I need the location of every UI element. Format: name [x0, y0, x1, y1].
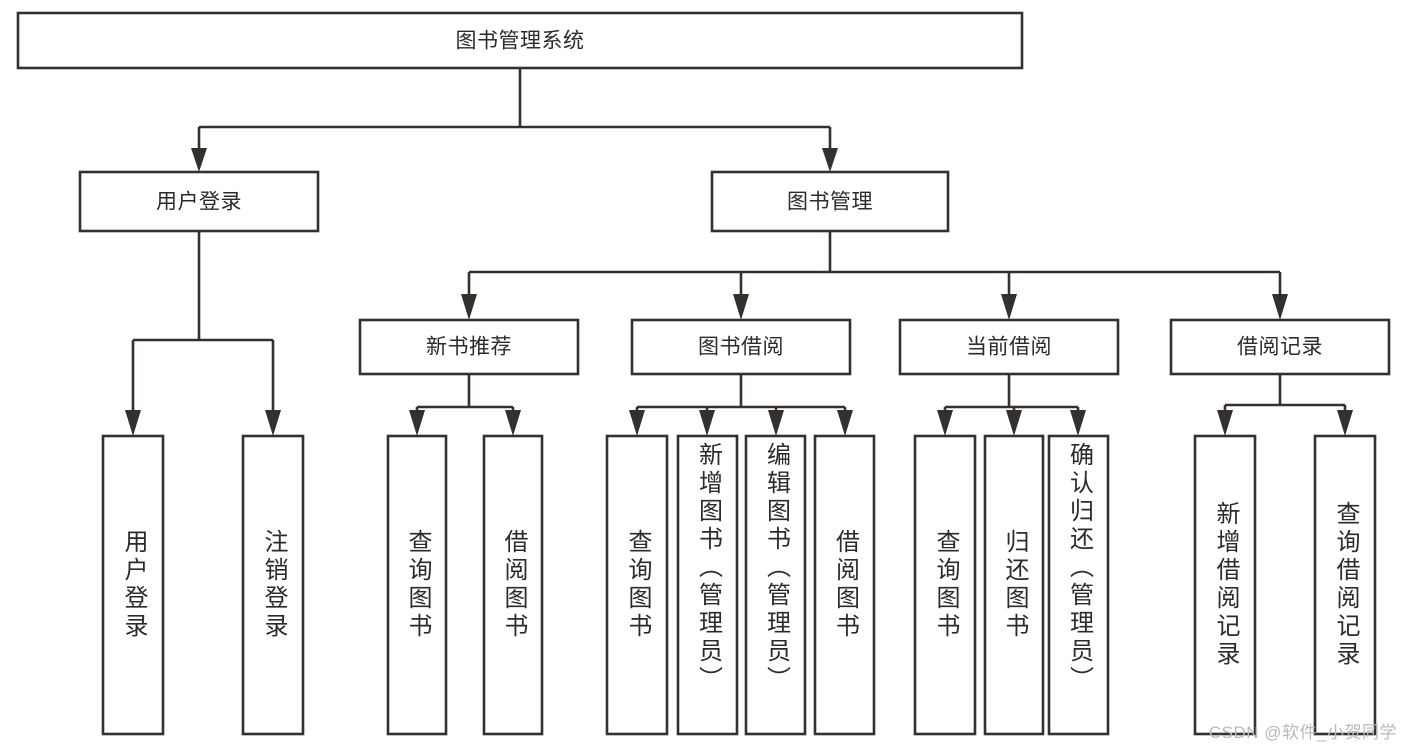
node-book-management-box[interactable] [710, 170, 950, 233]
arrow-head-nb-leaf2 [505, 410, 521, 436]
leaf-box-bb-edit-book[interactable] [744, 434, 807, 736]
node-book-management[interactable]: 图书管理 [710, 170, 950, 233]
leaf-box-nb-query-book[interactable] [386, 434, 448, 736]
node-borrow-record-label: 借阅记录 [1237, 336, 1323, 359]
node-user-login-box[interactable] [78, 170, 320, 233]
node-current-borrow-box[interactable] [898, 318, 1120, 376]
arrow-head-borrowrecord [1272, 294, 1288, 320]
arrow-head-bookborrow [733, 294, 749, 320]
node-book-borrow[interactable]: 图书借阅 [630, 318, 852, 376]
arrow-head-cb-leaf1 [937, 410, 953, 436]
leaf-box-cb-query-book[interactable] [913, 434, 977, 736]
leaf-box-bb-query-book[interactable] [605, 434, 669, 736]
node-book-management-label: 图书管理 [787, 191, 873, 214]
connector-group-bookmgmt [461, 231, 1288, 320]
leaf-box-nb-borrow-book[interactable] [482, 434, 544, 736]
node-new-book-recommend[interactable]: 新书推荐 [358, 318, 580, 376]
node-new-book-recommend-label: 新书推荐 [426, 336, 512, 359]
connector-group-bookborrow [629, 374, 853, 436]
node-root-system[interactable]: 图书管理系统 [16, 11, 1024, 70]
node-book-borrow-box[interactable] [630, 318, 852, 376]
leaf-box-bb-borrow-book[interactable] [813, 434, 876, 736]
arrow-head-bb-leaf2 [699, 410, 715, 436]
arrow-head-bb-leaf3 [768, 410, 784, 436]
node-current-borrow[interactable]: 当前借阅 [898, 318, 1120, 376]
leaf-box-user-login[interactable] [101, 434, 165, 736]
node-user-login[interactable]: 用户登录 [78, 170, 320, 233]
node-borrow-record-box[interactable] [1169, 318, 1391, 376]
leaf-box-br-add-record[interactable] [1193, 434, 1257, 736]
arrow-head-br-leaf2 [1337, 410, 1353, 436]
connector-group-userlogin [125, 231, 281, 436]
arrow-head-userlogin [191, 148, 207, 172]
arrow-head-cb-leaf3 [1070, 410, 1086, 436]
arrow-head-bookmgmt [822, 148, 838, 172]
leaf-box-cb-return-book[interactable] [983, 434, 1045, 736]
arrow-head-user-logout-leaf [265, 410, 281, 436]
leaf-box-br-query-record[interactable] [1313, 434, 1377, 736]
arrow-head-nb-leaf1 [409, 410, 425, 436]
arrow-head-cb-leaf2 [1006, 410, 1022, 436]
arrow-head-newbook [461, 294, 477, 320]
node-root-system-label: 图书管理系统 [456, 30, 585, 53]
connector-group-newbook [409, 374, 521, 436]
arrow-head-user-login-leaf [125, 410, 141, 436]
connector-group-root [191, 68, 838, 172]
leaf-box-user-logout[interactable] [241, 434, 305, 736]
arrow-head-bb-leaf1 [629, 410, 645, 436]
leaf-box-cb-confirm-return[interactable] [1047, 434, 1110, 736]
arrow-head-currentborrow [1001, 294, 1017, 320]
connector-group-borrowrecord [1217, 374, 1353, 436]
node-borrow-record[interactable]: 借阅记录 [1169, 318, 1391, 376]
node-new-book-recommend-box[interactable] [358, 318, 580, 376]
node-book-borrow-label: 图书借阅 [698, 336, 784, 359]
node-root-system-box[interactable] [16, 11, 1024, 70]
leaf-box-group [101, 434, 1377, 736]
node-current-borrow-label: 当前借阅 [966, 336, 1052, 359]
node-user-login-label: 用户登录 [156, 191, 242, 214]
connector-group-currentborrow [937, 374, 1086, 436]
arrow-head-br-leaf1 [1217, 410, 1233, 436]
watermark-text: CSDN @软件_小贺同学 [1208, 723, 1397, 742]
leaf-box-bb-add-book[interactable] [676, 434, 739, 736]
arrow-head-bb-leaf4 [837, 410, 853, 436]
